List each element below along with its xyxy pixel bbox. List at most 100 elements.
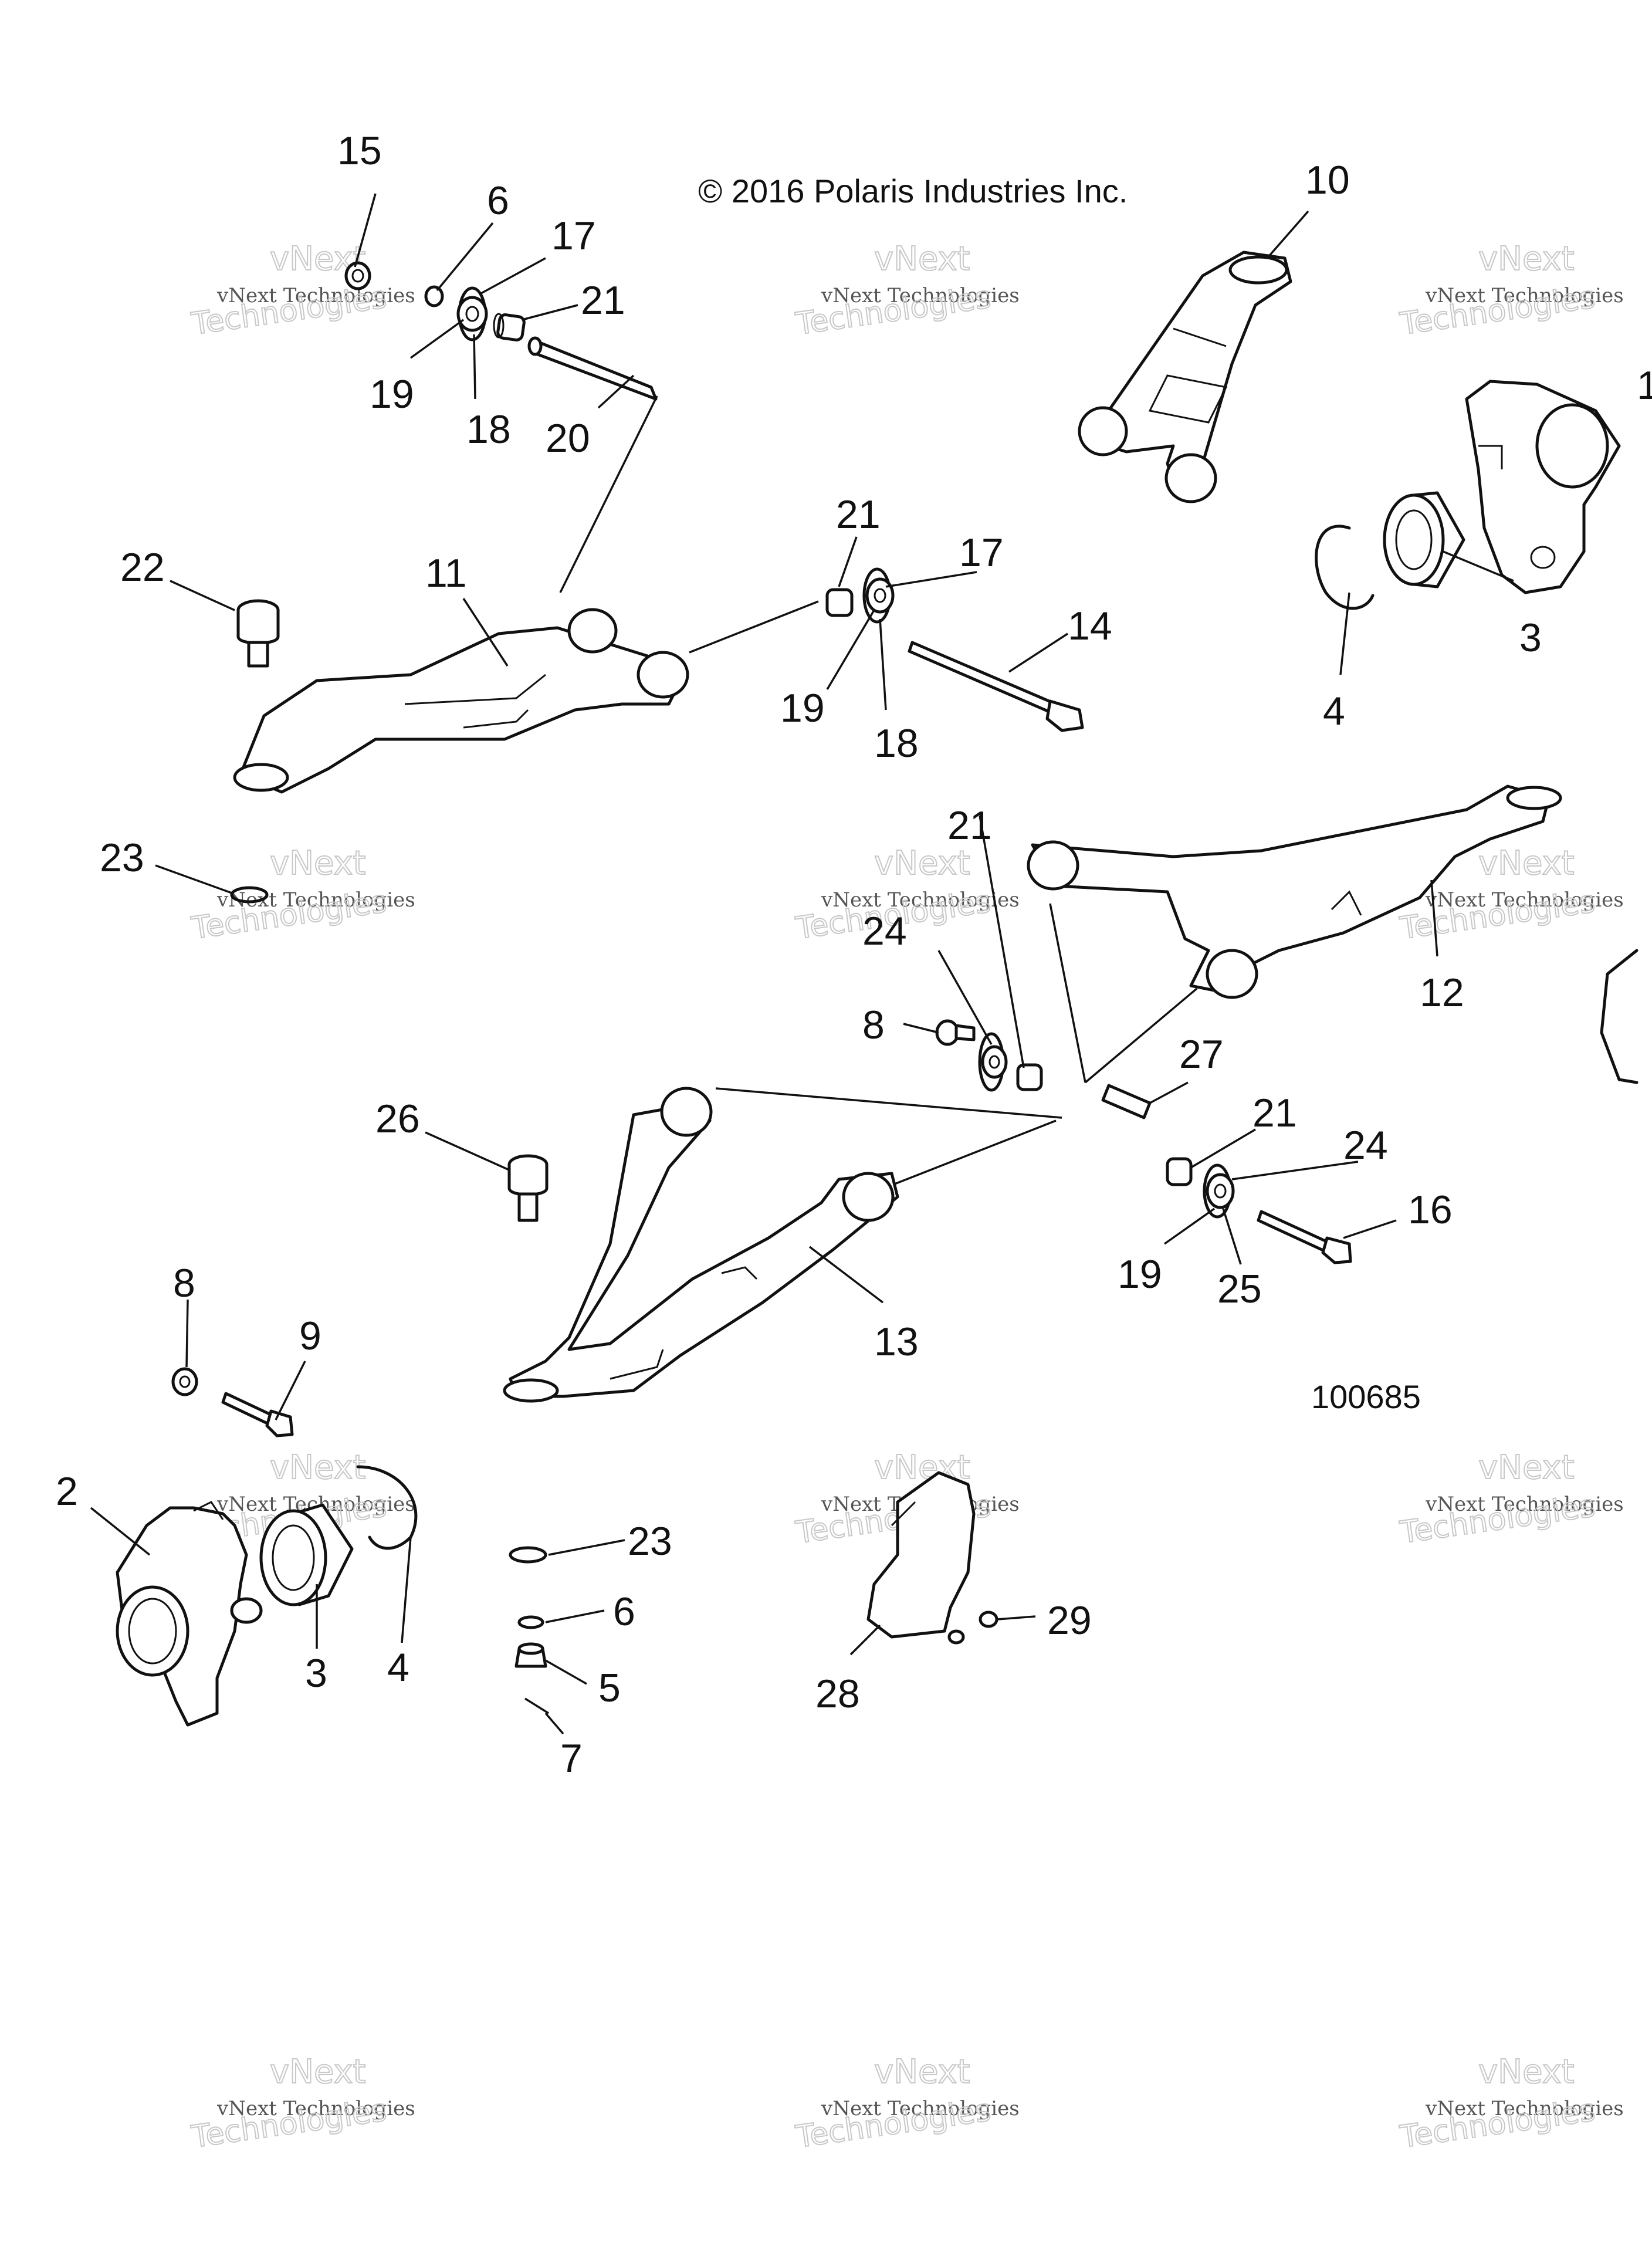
watermark: vNext vNext Technologies Technologies (793, 239, 1020, 343)
watermark: vNext vNext Technologies Technologies (1397, 1448, 1624, 1551)
alignment-lines (559, 395, 1198, 1186)
callout-6: 6 (487, 178, 509, 223)
watermark-line2: vNext Technologies (821, 284, 1020, 307)
bolt-part-16 (1257, 1210, 1352, 1264)
upper-a-arm-part-10 (1078, 251, 1292, 503)
watermark: vNext vNext Technologies Technologies (1397, 2052, 1623, 2156)
castle-nut-part-5 (514, 1642, 547, 1668)
callout-21: 21 (836, 492, 881, 537)
watermark-line2: vNext Technologies (1425, 888, 1624, 912)
watermark-line1: vNext (1478, 240, 1575, 278)
a-arm-part-12 (1027, 784, 1562, 999)
snap-ring-part-4-left (356, 1465, 418, 1550)
clip-part-23-left (230, 886, 269, 904)
ball-joint-part-22 (236, 599, 280, 668)
callout-3: 3 (1519, 615, 1542, 660)
callout-4: 4 (1323, 689, 1345, 733)
callout-12: 12 (1420, 970, 1464, 1015)
watermark: vNext vNext Technologies Technologies (793, 2052, 1020, 2156)
watermark-line2: vNext Technologies (1425, 284, 1624, 307)
watermark-line1: vNext (270, 1449, 366, 1487)
washer-part-6 (424, 285, 444, 307)
watermark-line1: vNext (874, 844, 970, 882)
callout-9: 9 (299, 1314, 321, 1358)
callout-25: 25 (1217, 1267, 1262, 1311)
bearing-part-3-right (1383, 491, 1465, 588)
copyright-notice: © 2016 Polaris Industries Inc. (698, 172, 1128, 209)
alignment-line (891, 1119, 1057, 1186)
callout-23: 23 (100, 835, 144, 880)
leader-lines (90, 193, 1514, 1735)
callout-8: 8 (173, 1261, 195, 1305)
callout-14: 14 (1068, 604, 1112, 648)
callout-8: 8 (862, 1003, 885, 1047)
nut-part-8 (171, 1367, 198, 1396)
callout-24: 24 (1343, 1123, 1388, 1168)
alignment-line (1049, 903, 1086, 1083)
callout-16: 16 (1408, 1188, 1453, 1232)
callout-23: 23 (628, 1519, 672, 1564)
watermark-line1: vNext (874, 2053, 970, 2091)
callout-4: 4 (387, 1645, 409, 1690)
watermark-line2: vNext Technologies (216, 2097, 415, 2120)
callout-2: 2 (56, 1469, 78, 1514)
callout-15: 15 (337, 128, 382, 173)
watermark-line2: vNext Technologies (1425, 1493, 1624, 1516)
callout-22: 22 (120, 545, 165, 590)
watermark-line1: vNext (874, 240, 970, 278)
bushing-assembly-upper-rear (825, 567, 895, 624)
alignment-line (715, 1087, 1062, 1119)
watermark: vNext vNext Technologies Technologies (188, 239, 415, 343)
callout-21: 21 (1252, 1091, 1297, 1135)
cotter-pin-part-7 (524, 1697, 549, 1714)
bushing-assembly-lower-rear (1101, 1084, 1235, 1219)
a-arm-part-13 (503, 1087, 899, 1403)
watermark: vNext vNext Technologies Technologies (188, 844, 415, 947)
alignment-line (689, 600, 819, 654)
bolt-part-14 (908, 641, 1084, 732)
watermark-line2: vNext Technologies (821, 888, 1020, 912)
watermark: vNext vNext Technologies Technologies (188, 2052, 415, 2156)
callout-17: 17 (551, 214, 596, 258)
callout-6: 6 (613, 1589, 635, 1634)
callout-21: 21 (581, 278, 625, 323)
drawing-number: 100685 (1311, 1378, 1421, 1415)
watermark-line1: vNext (1478, 844, 1575, 882)
alignment-line (1084, 987, 1198, 1084)
callout-1: 1 (1637, 363, 1652, 408)
washer-part-6-lower (517, 1615, 544, 1629)
callout-19: 19 (1118, 1252, 1162, 1297)
partial-plate-right (1600, 949, 1639, 1084)
spacer-part-21-top (493, 313, 526, 341)
watermark-line2: vNext Technologies (821, 2097, 1020, 2120)
clip-part-23 (509, 1546, 547, 1564)
callout-11: 11 (425, 551, 467, 596)
callout-labels: 15 6 17 21 19 18 20 10 1 3 4 22 11 21 17… (56, 128, 1652, 1781)
steering-knuckle-part-1 (1465, 380, 1621, 594)
screws-part-29 (947, 1611, 998, 1645)
callout-20: 20 (546, 416, 590, 461)
callout-17: 17 (959, 530, 1004, 575)
watermark-line1: vNext (270, 844, 366, 882)
callout-27: 27 (1179, 1032, 1224, 1077)
callout-3: 3 (305, 1651, 327, 1696)
bolt-part-9 (221, 1392, 294, 1437)
nut-part-15 (344, 261, 371, 290)
callout-24: 24 (862, 909, 907, 953)
callout-13: 13 (874, 1320, 919, 1364)
callout-5: 5 (598, 1666, 621, 1710)
bearing-part-3-left (259, 1503, 354, 1606)
alignment-line (559, 395, 658, 593)
callout-19: 19 (370, 372, 414, 417)
a-arm-part-11 (233, 608, 689, 794)
steering-knuckle-part-2 (116, 1501, 263, 1727)
watermark: vNext vNext Technologies Technologies (1397, 239, 1624, 343)
pin-part-20 (527, 336, 658, 401)
callout-29: 29 (1047, 1598, 1092, 1643)
callout-28: 28 (815, 1672, 860, 1716)
callout-19: 19 (780, 686, 825, 730)
callout-26: 26 (375, 1097, 420, 1141)
callout-7: 7 (560, 1736, 583, 1781)
watermark-line2: vNext Technologies (216, 284, 415, 307)
